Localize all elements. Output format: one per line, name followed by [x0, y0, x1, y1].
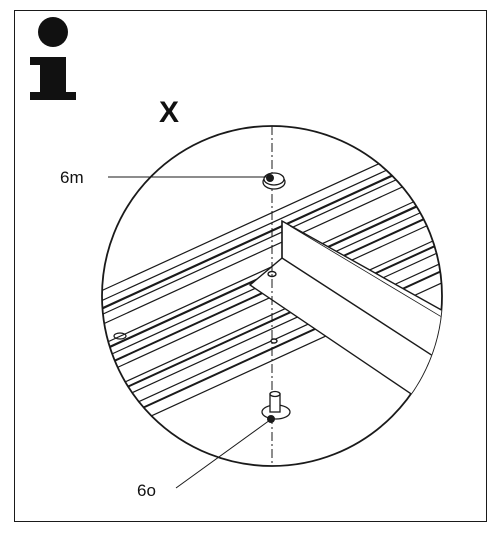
- part-6o-pin: [261, 390, 291, 423]
- info-i-icon: [30, 17, 76, 100]
- part-6m-nut: [262, 172, 286, 190]
- callout-6o-label: 6o: [137, 481, 156, 500]
- callout-6m-label: 6m: [60, 168, 84, 187]
- leader-line-6o: [175, 419, 271, 489]
- view-label: X: [159, 96, 180, 129]
